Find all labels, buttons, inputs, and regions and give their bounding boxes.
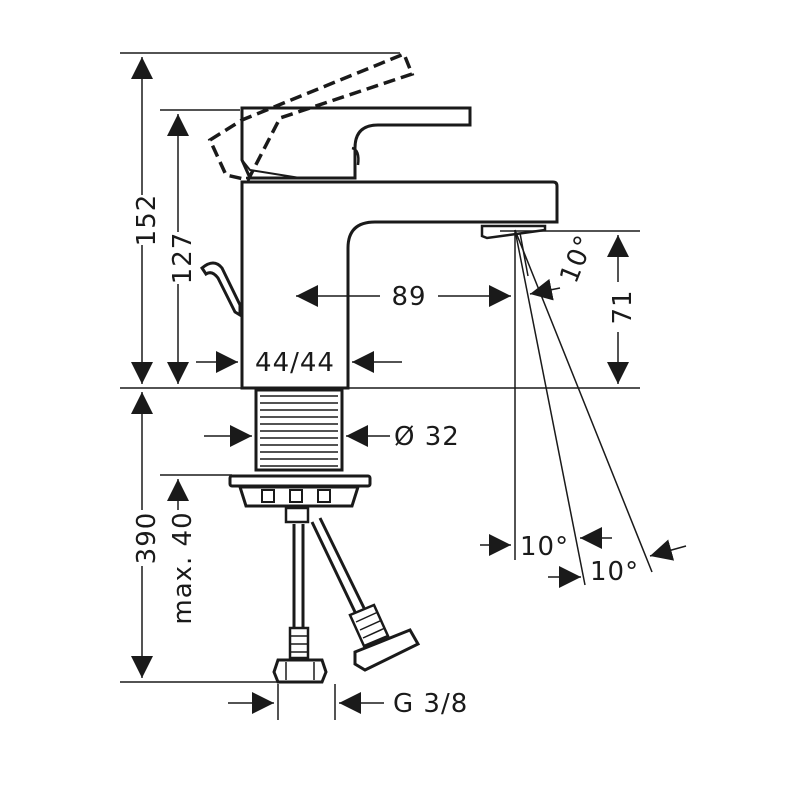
dim-body-section: 44/44 <box>255 348 335 378</box>
dim-angle-bottom-2: 10° <box>590 557 639 587</box>
dim-hose-length: 390 <box>132 512 162 565</box>
lever-handle <box>240 106 472 180</box>
lever-handle-open-position <box>207 51 415 183</box>
dim-max-thickness: max. 40 <box>168 511 198 624</box>
dim-outlet-height: 71 <box>608 289 638 324</box>
dimension-lines <box>131 57 687 714</box>
dim-spout-height: 127 <box>168 232 198 285</box>
dim-total-height: 152 <box>132 194 162 247</box>
dim-angle-bottom-1: 10° <box>520 532 569 562</box>
popup-lever <box>200 261 242 318</box>
supply-hoses <box>272 517 421 684</box>
threaded-shank <box>254 388 344 472</box>
mounting-nut <box>228 474 372 524</box>
dim-shank-diameter: Ø 32 <box>394 422 460 452</box>
dim-angle-top: 10° <box>554 231 600 288</box>
dim-spout-reach: 89 <box>391 282 426 312</box>
extension-lines <box>120 52 653 720</box>
dim-connection: G 3/8 <box>393 689 468 719</box>
